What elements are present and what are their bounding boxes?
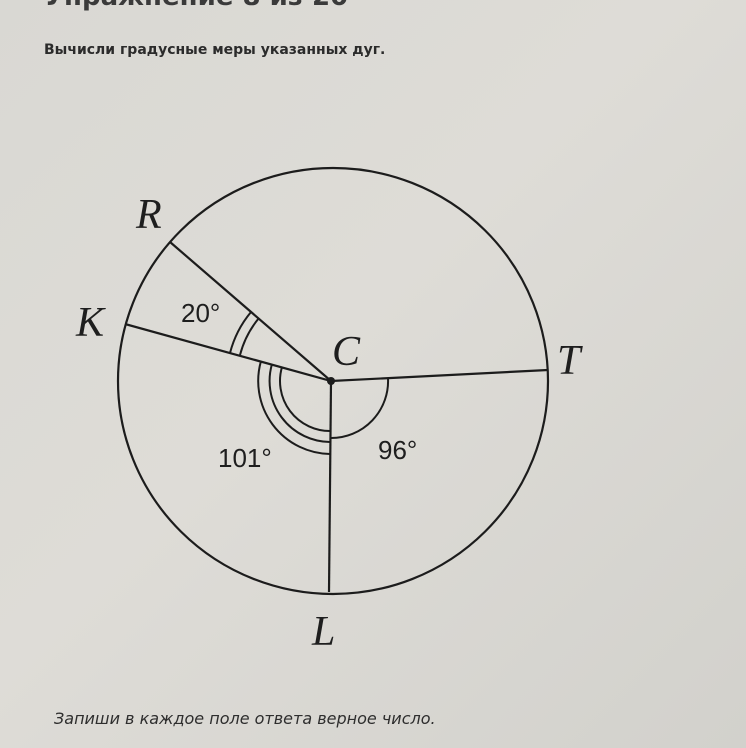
label-C: C xyxy=(332,329,361,375)
label-T: T xyxy=(557,338,583,384)
center-point xyxy=(327,377,335,385)
angle-arc-KCL-3 xyxy=(257,360,331,455)
angle-arc-LCT xyxy=(330,377,390,440)
task-title: Вычисли градусные меры указанных дуг. xyxy=(44,42,386,58)
header-strip: Упражнение 8 из 20 xyxy=(0,0,746,12)
angle-arc-KCL-2 xyxy=(268,363,331,443)
angle-value-LCT: 96° xyxy=(378,435,417,465)
radius-CT xyxy=(330,368,549,383)
angle-arc-KCL-1 xyxy=(279,366,331,432)
label-R: R xyxy=(135,192,162,238)
angle-value-KCL: 101° xyxy=(218,443,272,473)
angle-value-RCK: 20° xyxy=(181,298,220,328)
instruction-text: Запиши в каждое поле ответа верное число… xyxy=(54,709,436,728)
angle-arc-RCK-outer xyxy=(229,311,252,354)
label-K: K xyxy=(75,300,106,346)
radius-CR xyxy=(169,241,332,382)
label-L: L xyxy=(311,609,335,655)
radius-CL xyxy=(327,380,333,593)
radius-CK xyxy=(124,322,332,383)
exercise-counter: Упражнение 8 из 20 xyxy=(44,0,348,12)
angle-arc-RCK-inner xyxy=(239,317,260,356)
circle xyxy=(116,166,550,596)
